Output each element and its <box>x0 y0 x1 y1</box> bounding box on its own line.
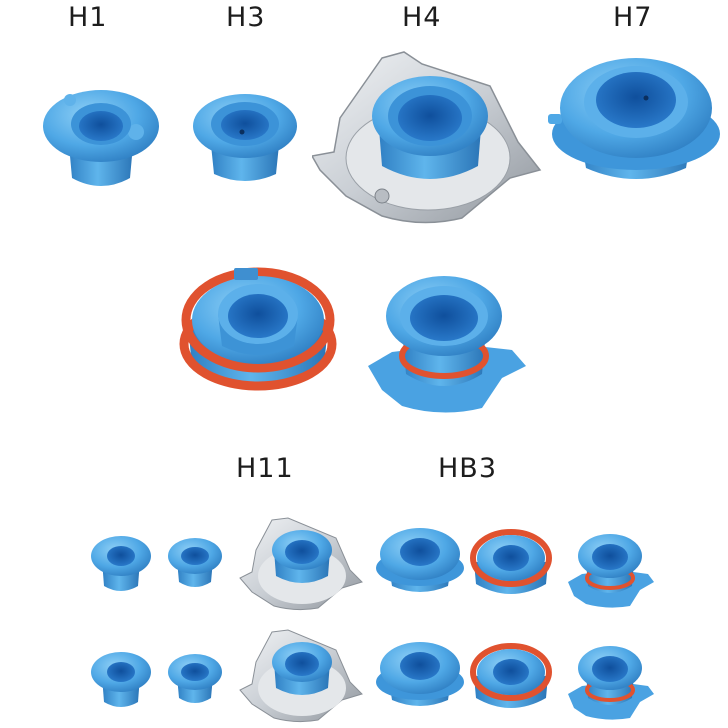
small-h11-adapter <box>470 529 552 594</box>
small-h1-adapter-2 <box>91 652 151 707</box>
h4-adapter <box>312 51 542 224</box>
label-h4: H4 <box>402 2 442 33</box>
label-hb3: HB3 <box>438 453 498 484</box>
small-h7-adapter <box>376 528 464 592</box>
h7-adapter <box>548 58 720 179</box>
h1-adapter <box>43 90 159 186</box>
small-h11-adapter-2 <box>470 643 552 708</box>
label-h3: H3 <box>226 2 266 33</box>
small-hb3-adapter <box>568 534 654 608</box>
h3-adapter <box>193 94 297 181</box>
label-h11: H11 <box>236 453 294 484</box>
label-h1: H1 <box>68 2 108 33</box>
label-h7: H7 <box>613 2 653 33</box>
h11-adapter <box>179 267 337 391</box>
small-h7-adapter-2 <box>376 642 464 706</box>
small-h4-adapter-2 <box>239 629 363 723</box>
small-h3-adapter <box>168 538 222 587</box>
hb3-adapter <box>368 276 526 413</box>
small-h4-adapter <box>239 517 363 611</box>
small-hb3-adapter-2 <box>568 646 654 720</box>
small-h3-adapter-2 <box>168 654 222 703</box>
small-h1-adapter <box>91 536 151 591</box>
